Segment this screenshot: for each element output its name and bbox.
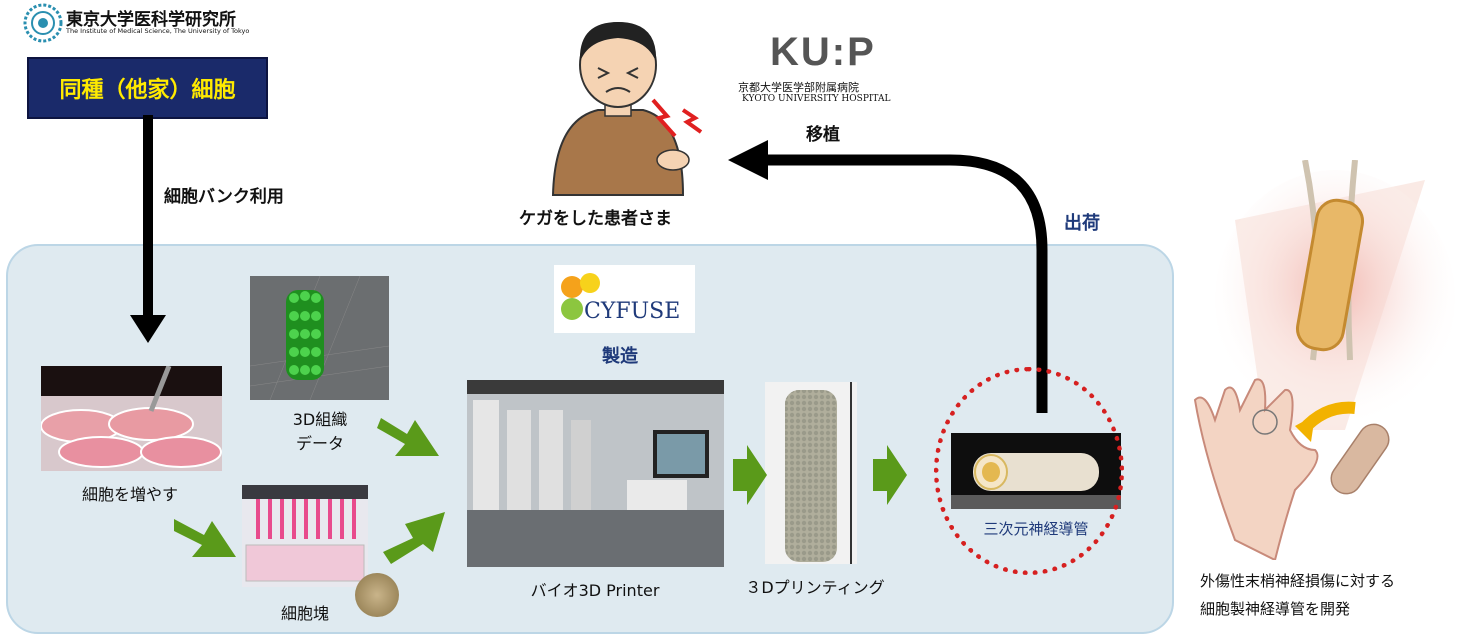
kuhp-logo-mark: KU:P	[770, 30, 876, 74]
manufacture-label: 製造	[602, 346, 638, 367]
green-arrow-proliferate	[174, 519, 236, 557]
printed-conduit-image	[765, 382, 857, 564]
bio-3d-printer-label: バイオ3D Printer	[530, 581, 660, 600]
green-arrow-printer	[733, 445, 767, 505]
cell-source-label: 同種（他家）細胞	[59, 78, 236, 103]
proliferate-label: 細胞を増やす	[81, 485, 178, 504]
well-plate-image	[242, 485, 368, 587]
kuhp-name-en: KYOTO UNIVERSITY HOSPITAL	[742, 94, 891, 104]
caption-line-2: 細胞製神経導管を開発	[1200, 600, 1351, 618]
conduit-highlight-circle	[934, 367, 1124, 575]
green-arrow-spheroid	[383, 512, 445, 564]
printing-label: ３Dプリンティング	[745, 578, 885, 597]
tissue-data-label-1: 3D組織	[292, 410, 348, 429]
cell-bank-label: 細胞バンク利用	[164, 187, 284, 207]
cyfuse-logo: CYFUSE	[554, 265, 695, 333]
cell-source-box: 同種（他家）細胞	[27, 57, 268, 119]
cell-bank-arrow	[130, 115, 166, 343]
petri-dish-image	[41, 366, 222, 471]
ims-logo-icon	[22, 3, 64, 43]
nerve-repair-illustration	[1185, 159, 1472, 562]
green-arrow-printing	[873, 445, 907, 505]
conduit-label: 三次元神経導管	[983, 520, 1089, 538]
ims-name-en: The Institute of Medical Science, The Un…	[66, 27, 250, 35]
green-arrow-tissue	[377, 418, 439, 456]
cyfuse-logo-text: CYFUSE	[584, 299, 681, 324]
bio-3d-printer-image	[467, 380, 724, 567]
caption-line-1: 外傷性末梢神経損傷に対する	[1200, 572, 1396, 590]
shipment-label: 出荷	[1064, 213, 1100, 234]
ims-name-ja: 東京大学医科学研究所	[66, 10, 236, 30]
tissue-data-image	[250, 276, 389, 400]
kuhp-name-ja: 京都大学医学部附属病院	[738, 81, 859, 94]
spheroid-label: 細胞塊	[280, 604, 329, 623]
patient-label: ケガをした患者さま	[519, 209, 672, 229]
cyfuse-logo-icon	[561, 273, 600, 320]
transplant-label: 移植	[806, 125, 840, 145]
tissue-data-label-2: データ	[295, 434, 344, 453]
patient-illustration	[543, 10, 713, 200]
spheroid-image	[355, 573, 399, 617]
transplant-arrow	[728, 140, 1048, 413]
